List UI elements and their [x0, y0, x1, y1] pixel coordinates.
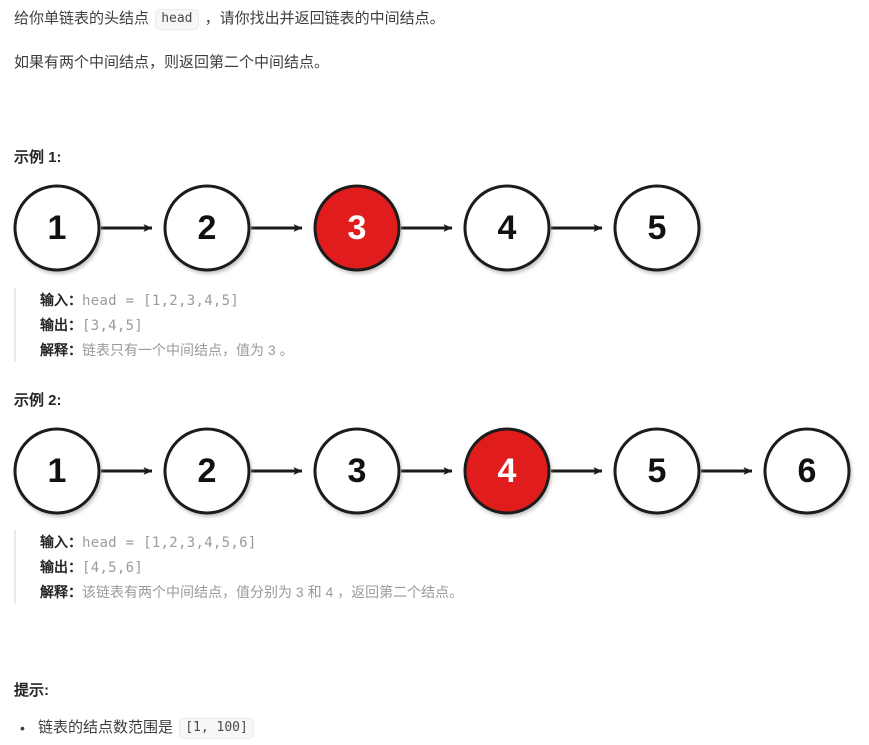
range-code-badge: [1, 100]: [179, 718, 254, 739]
node-1: 1: [13, 427, 101, 515]
explain-value: 链表只有一个中间结点，值为 3 。: [82, 342, 294, 358]
node-3: 3: [313, 427, 401, 515]
explain-label: 解释：: [40, 342, 82, 358]
intro-text-after: ，请你找出并返回链表的中间结点。: [204, 10, 445, 27]
node-label: 4: [498, 452, 517, 490]
linked-list-svg-1: 1 2 3 4 5: [13, 184, 701, 272]
node-label: 6: [798, 452, 817, 490]
head-code-badge: head: [155, 9, 199, 30]
bullet-icon: •: [20, 720, 25, 736]
example-2-explain-line: 解释：该链表有两个中间结点，值分别为 3 和 4 ，返回第二个结点。: [40, 580, 463, 604]
node-3-highlight: 3: [313, 184, 401, 272]
linked-list-diagram-example-1: 1 2 3 4 5: [0, 180, 869, 280]
intro-text-before: 给你单链表的头结点: [14, 10, 150, 27]
output-value: [3,4,5]: [82, 318, 144, 334]
node-label: 5: [648, 452, 667, 490]
tips-list: • 链表的结点数范围是 [1, 100]: [14, 716, 256, 740]
node-2: 2: [163, 184, 251, 272]
input-value: head = [1,2,3,4,5]: [82, 293, 240, 309]
example-1-output-line: 输出：[3,4,5]: [40, 313, 294, 338]
example-2-output-line: 输出：[4,5,6]: [40, 555, 463, 580]
output-label: 输出：: [40, 559, 82, 575]
node-label: 5: [648, 209, 667, 247]
node-4-highlight: 4: [463, 427, 551, 515]
heading-example-2: 示例 2:: [14, 392, 62, 409]
example-1-input-line: 输入：head = [1,2,3,4,5]: [40, 288, 294, 313]
node-label: 2: [198, 452, 217, 490]
node-label: 4: [498, 209, 517, 247]
input-value: head = [1,2,3,4,5,6]: [82, 535, 257, 551]
input-label: 输入：: [40, 292, 82, 308]
linked-list-diagram-example-2: 1 2 3 4 5 6: [0, 420, 869, 520]
node-5: 5: [613, 184, 701, 272]
node-5: 5: [613, 427, 701, 515]
node-label: 3: [348, 209, 367, 247]
node-label: 3: [348, 452, 367, 490]
heading-example-1: 示例 1:: [14, 149, 62, 166]
intro-paragraph-2: 如果有两个中间结点，则返回第二个中间结点。: [14, 54, 330, 71]
input-label: 输入：: [40, 534, 82, 550]
output-value: [4,5,6]: [82, 560, 144, 576]
node-label: 1: [48, 452, 67, 490]
tip-text-before: 链表的结点数范围是: [38, 719, 174, 736]
node-6: 6: [763, 427, 851, 515]
example-1-explain-line: 解释：链表只有一个中间结点，值为 3 。: [40, 338, 294, 362]
explain-value: 该链表有两个中间结点，值分别为 3 和 4 ，返回第二个结点。: [82, 584, 464, 600]
linked-list-svg-2: 1 2 3 4 5 6: [13, 427, 851, 515]
node-label: 2: [198, 209, 217, 247]
list-item: • 链表的结点数范围是 [1, 100]: [14, 716, 256, 740]
heading-tips: 提示:: [14, 682, 49, 699]
example-2-code-block: 输入：head = [1,2,3,4,5,6] 输出：[4,5,6] 解释：该链…: [14, 530, 463, 604]
example-1-code-block: 输入：head = [1,2,3,4,5] 输出：[3,4,5] 解释：链表只有…: [14, 288, 294, 362]
node-2: 2: [163, 427, 251, 515]
output-label: 输出：: [40, 317, 82, 333]
example-2-input-line: 输入：head = [1,2,3,4,5,6]: [40, 530, 463, 555]
node-label: 1: [48, 209, 67, 247]
node-1: 1: [13, 184, 101, 272]
node-4: 4: [463, 184, 551, 272]
intro-paragraph-1: 给你单链表的头结点 head ，请你找出并返回链表的中间结点。: [14, 8, 445, 30]
explain-label: 解释：: [40, 584, 82, 600]
